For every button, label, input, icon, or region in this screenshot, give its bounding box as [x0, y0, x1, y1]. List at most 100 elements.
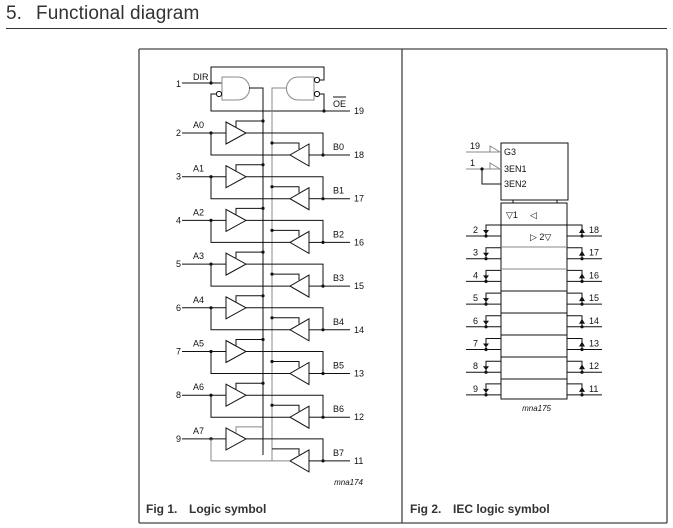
- b-to-a-wire: [210, 307, 290, 331]
- a-to-b-wire: [246, 438, 324, 461]
- a-to-b-wire: [246, 351, 324, 374]
- a-pin-number: 3: [176, 172, 181, 182]
- a-pin-number: 6: [176, 303, 181, 313]
- enable-b-tap: [270, 185, 274, 189]
- first-cell-buffer-right: ▷ 2▽: [530, 232, 551, 242]
- and-gate-enable-b: [286, 76, 315, 101]
- enable-a-tap: [261, 163, 265, 167]
- right-pin-loop: [567, 224, 583, 236]
- right-pin-junction: [580, 279, 584, 283]
- left-pin-number: 5: [473, 293, 478, 303]
- buffer-b-enable-wire: [272, 317, 300, 324]
- a-port-label: A4: [193, 295, 204, 305]
- right-pin-junction: [580, 325, 584, 329]
- fig2-caption: Fig 2.IEC logic symbol: [410, 502, 550, 516]
- fig1-caption: Fig 1.Logic symbol: [146, 502, 266, 516]
- b-port-label: B7: [333, 448, 344, 458]
- b-pin-number: 18: [354, 150, 364, 160]
- b-pin-number: 11: [354, 456, 363, 466]
- right-arrow-icon: [579, 296, 585, 302]
- left-pin-junction: [484, 370, 488, 374]
- right-pin-number: 14: [589, 316, 599, 326]
- buffer-a-enable-wire: [235, 295, 263, 302]
- b-pin-number: 17: [354, 194, 364, 204]
- and-gate-a-input-bubble: [215, 90, 223, 98]
- a-port-label: A7: [193, 426, 204, 436]
- buffer-a-to-b: [225, 121, 248, 145]
- a-pin-number: 8: [176, 390, 181, 400]
- enable-a-bus: [249, 87, 264, 455]
- fig1-label: Fig 1.: [146, 502, 178, 516]
- fig2-code: mna175: [522, 404, 551, 413]
- right-pin-junction: [580, 257, 584, 261]
- enable-a-tap: [261, 337, 265, 342]
- left-pin-number: 3: [473, 248, 478, 258]
- right-pin-loop: [567, 360, 583, 373]
- left-arrow-icon: [483, 388, 489, 393]
- right-pin-junction: [580, 302, 584, 306]
- left-arrow-icon: [483, 252, 489, 257]
- b-to-a-wire: [210, 395, 290, 418]
- left-pin-number: 8: [473, 361, 478, 371]
- a-to-b-wire: [246, 263, 324, 287]
- polarity-indicator: [489, 145, 501, 153]
- first-cell-buffer-left: ◁: [530, 210, 537, 220]
- enable-b-tap: [270, 316, 274, 320]
- a-to-b-wire: [246, 394, 324, 418]
- a-to-b-wire: [246, 307, 324, 330]
- right-pin-junction: [580, 393, 584, 397]
- right-arrow-icon: [579, 386, 585, 392]
- left-pin-junction: [484, 393, 488, 397]
- enable-b-tap: [270, 359, 274, 364]
- oe-junction: [322, 109, 326, 113]
- figure-frame: [138, 48, 668, 524]
- right-pin-number: 11: [589, 384, 598, 394]
- a-port-label: A1: [193, 164, 204, 174]
- b-port-label: B3: [333, 273, 344, 283]
- a-port-label: A0: [193, 120, 204, 130]
- fig2-label: Fig 2.: [410, 502, 442, 516]
- section-title: 5.Functional diagram: [6, 3, 199, 25]
- right-pin-loop: [567, 292, 583, 305]
- left-pin-junction: [484, 279, 488, 283]
- right-pin-number: 12: [589, 361, 599, 371]
- a-pin-number: 5: [176, 259, 181, 269]
- left-arrow-icon: [483, 230, 489, 234]
- enable-a-tap: [261, 206, 265, 210]
- left-pin-junction: [484, 234, 488, 238]
- right-pin-number: 17: [589, 248, 599, 258]
- buffer-a-enable-wire: [235, 207, 263, 215]
- buffer-b-enable-wire: [272, 229, 300, 237]
- buffer-a-to-b: [225, 252, 248, 276]
- left-pin-number: 6: [473, 316, 478, 326]
- buffer-a-to-b: [225, 164, 248, 189]
- a-port-label: A6: [193, 382, 204, 392]
- b-pin-number: 14: [354, 325, 364, 335]
- polarity-indicator: [489, 162, 501, 170]
- left-pin-number: 9: [473, 384, 478, 394]
- enable-b-bus: [271, 87, 287, 461]
- buffer-a-enable-wire: [235, 426, 263, 433]
- enable-b-tap: [270, 272, 274, 276]
- enable-b-tap: [270, 141, 274, 145]
- enable-a-tap: [261, 294, 265, 298]
- section-heading: Functional diagram: [36, 3, 200, 24]
- control-pin-19: 19: [470, 141, 480, 151]
- left-arrow-icon: [483, 366, 489, 371]
- enable-b-tap: [270, 403, 274, 407]
- right-pin-loop: [567, 338, 583, 350]
- right-pin-loop: [567, 383, 583, 395]
- right-pin-junction: [580, 234, 584, 238]
- enable-a-tap: [261, 119, 265, 123]
- and-gate-b-dir-bubble: [313, 76, 321, 84]
- a-port-label: A5: [193, 339, 204, 349]
- buffer-a-to-b: [225, 427, 248, 451]
- a-to-b-wire: [246, 176, 324, 199]
- b-pin-number: 12: [354, 412, 364, 422]
- b-port-label: B1: [333, 186, 344, 196]
- right-arrow-icon: [579, 228, 585, 233]
